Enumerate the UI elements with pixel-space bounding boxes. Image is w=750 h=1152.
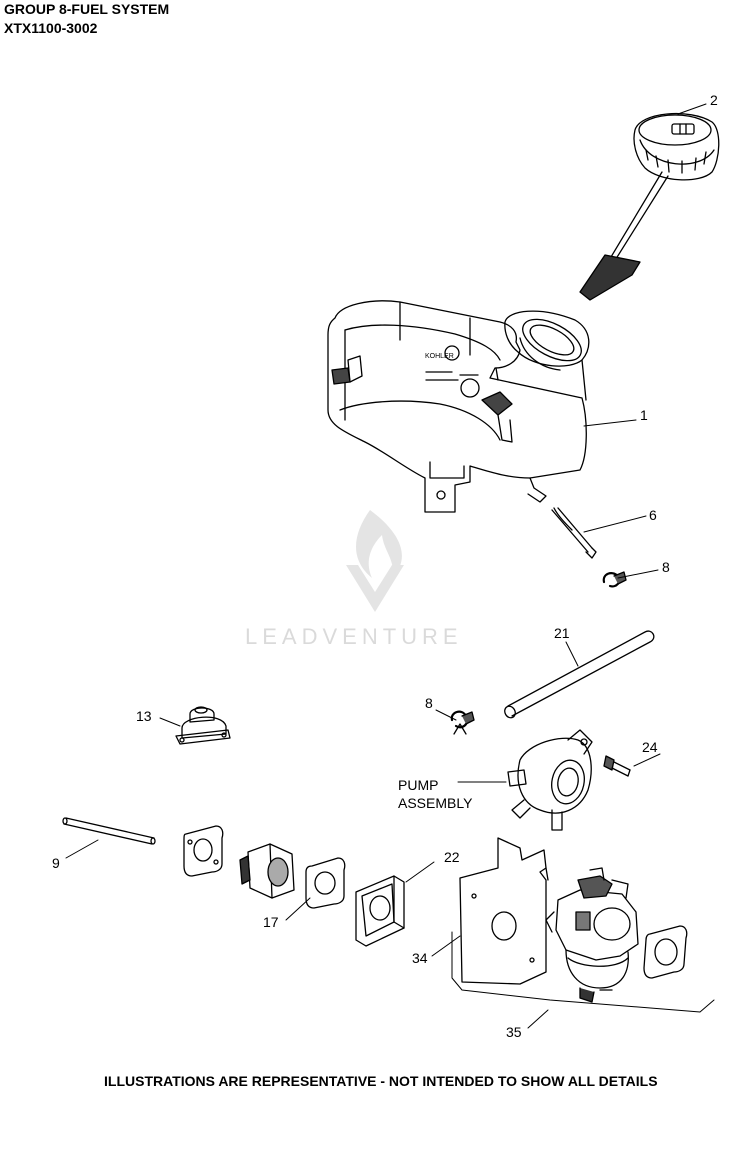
- callout-34: 34: [412, 950, 428, 966]
- fuel-tank-part: KOHLER: [327, 300, 590, 513]
- stud-part: [62, 817, 156, 845]
- callouts: 2 1 6 8 21 8 13 24 PUMP ASSEMBLY 9 17 22…: [52, 92, 718, 1040]
- callout-8-upper: 8: [662, 559, 670, 575]
- callout-35: 35: [506, 1024, 522, 1040]
- watermark: LEADVENTURE: [245, 510, 463, 649]
- callout-24: 24: [642, 739, 658, 755]
- gasket-part-17: [305, 857, 346, 909]
- carburetor-part: [545, 867, 639, 1003]
- callout-6: 6: [649, 507, 657, 523]
- callout-17: 17: [263, 914, 279, 930]
- watermark-text: LEADVENTURE: [245, 624, 463, 649]
- model-code: XTX1100-3002: [4, 20, 98, 36]
- intake-gasket-part: [183, 825, 224, 877]
- callout-pump-line1: PUMP: [398, 777, 438, 793]
- spacer-part: [239, 843, 295, 899]
- callout-22: 22: [444, 849, 460, 865]
- pump-assembly-part: [507, 729, 593, 831]
- group-bracket: [451, 931, 715, 1013]
- callout-pump-line2: ASSEMBLY: [398, 795, 473, 811]
- fuel-cap-part: [579, 112, 720, 301]
- callout-13: 13: [136, 708, 152, 724]
- carb-gasket-part: [643, 925, 688, 979]
- fuel-hose-part: [504, 630, 655, 719]
- callout-9: 9: [52, 855, 60, 871]
- callout-8-lower: 8: [425, 695, 433, 711]
- fitting-part: [551, 507, 597, 559]
- clamp-part-upper: [602, 571, 627, 588]
- leader-lines: [65, 103, 707, 1029]
- plate-part-22: [355, 875, 405, 947]
- callout-1: 1: [640, 407, 648, 423]
- group-title: GROUP 8-FUEL SYSTEM: [4, 1, 170, 17]
- footer-note: ILLUSTRATIONS ARE REPRESENTATIVE - NOT I…: [104, 1073, 658, 1089]
- callout-2: 2: [710, 92, 718, 108]
- gasket-plate-part-34: [459, 837, 549, 985]
- callout-21: 21: [554, 625, 570, 641]
- clamp-part-lower: [450, 710, 475, 735]
- screw-part: [603, 755, 631, 777]
- vent-part: [175, 706, 231, 745]
- svg-text:KOHLER: KOHLER: [425, 353, 454, 360]
